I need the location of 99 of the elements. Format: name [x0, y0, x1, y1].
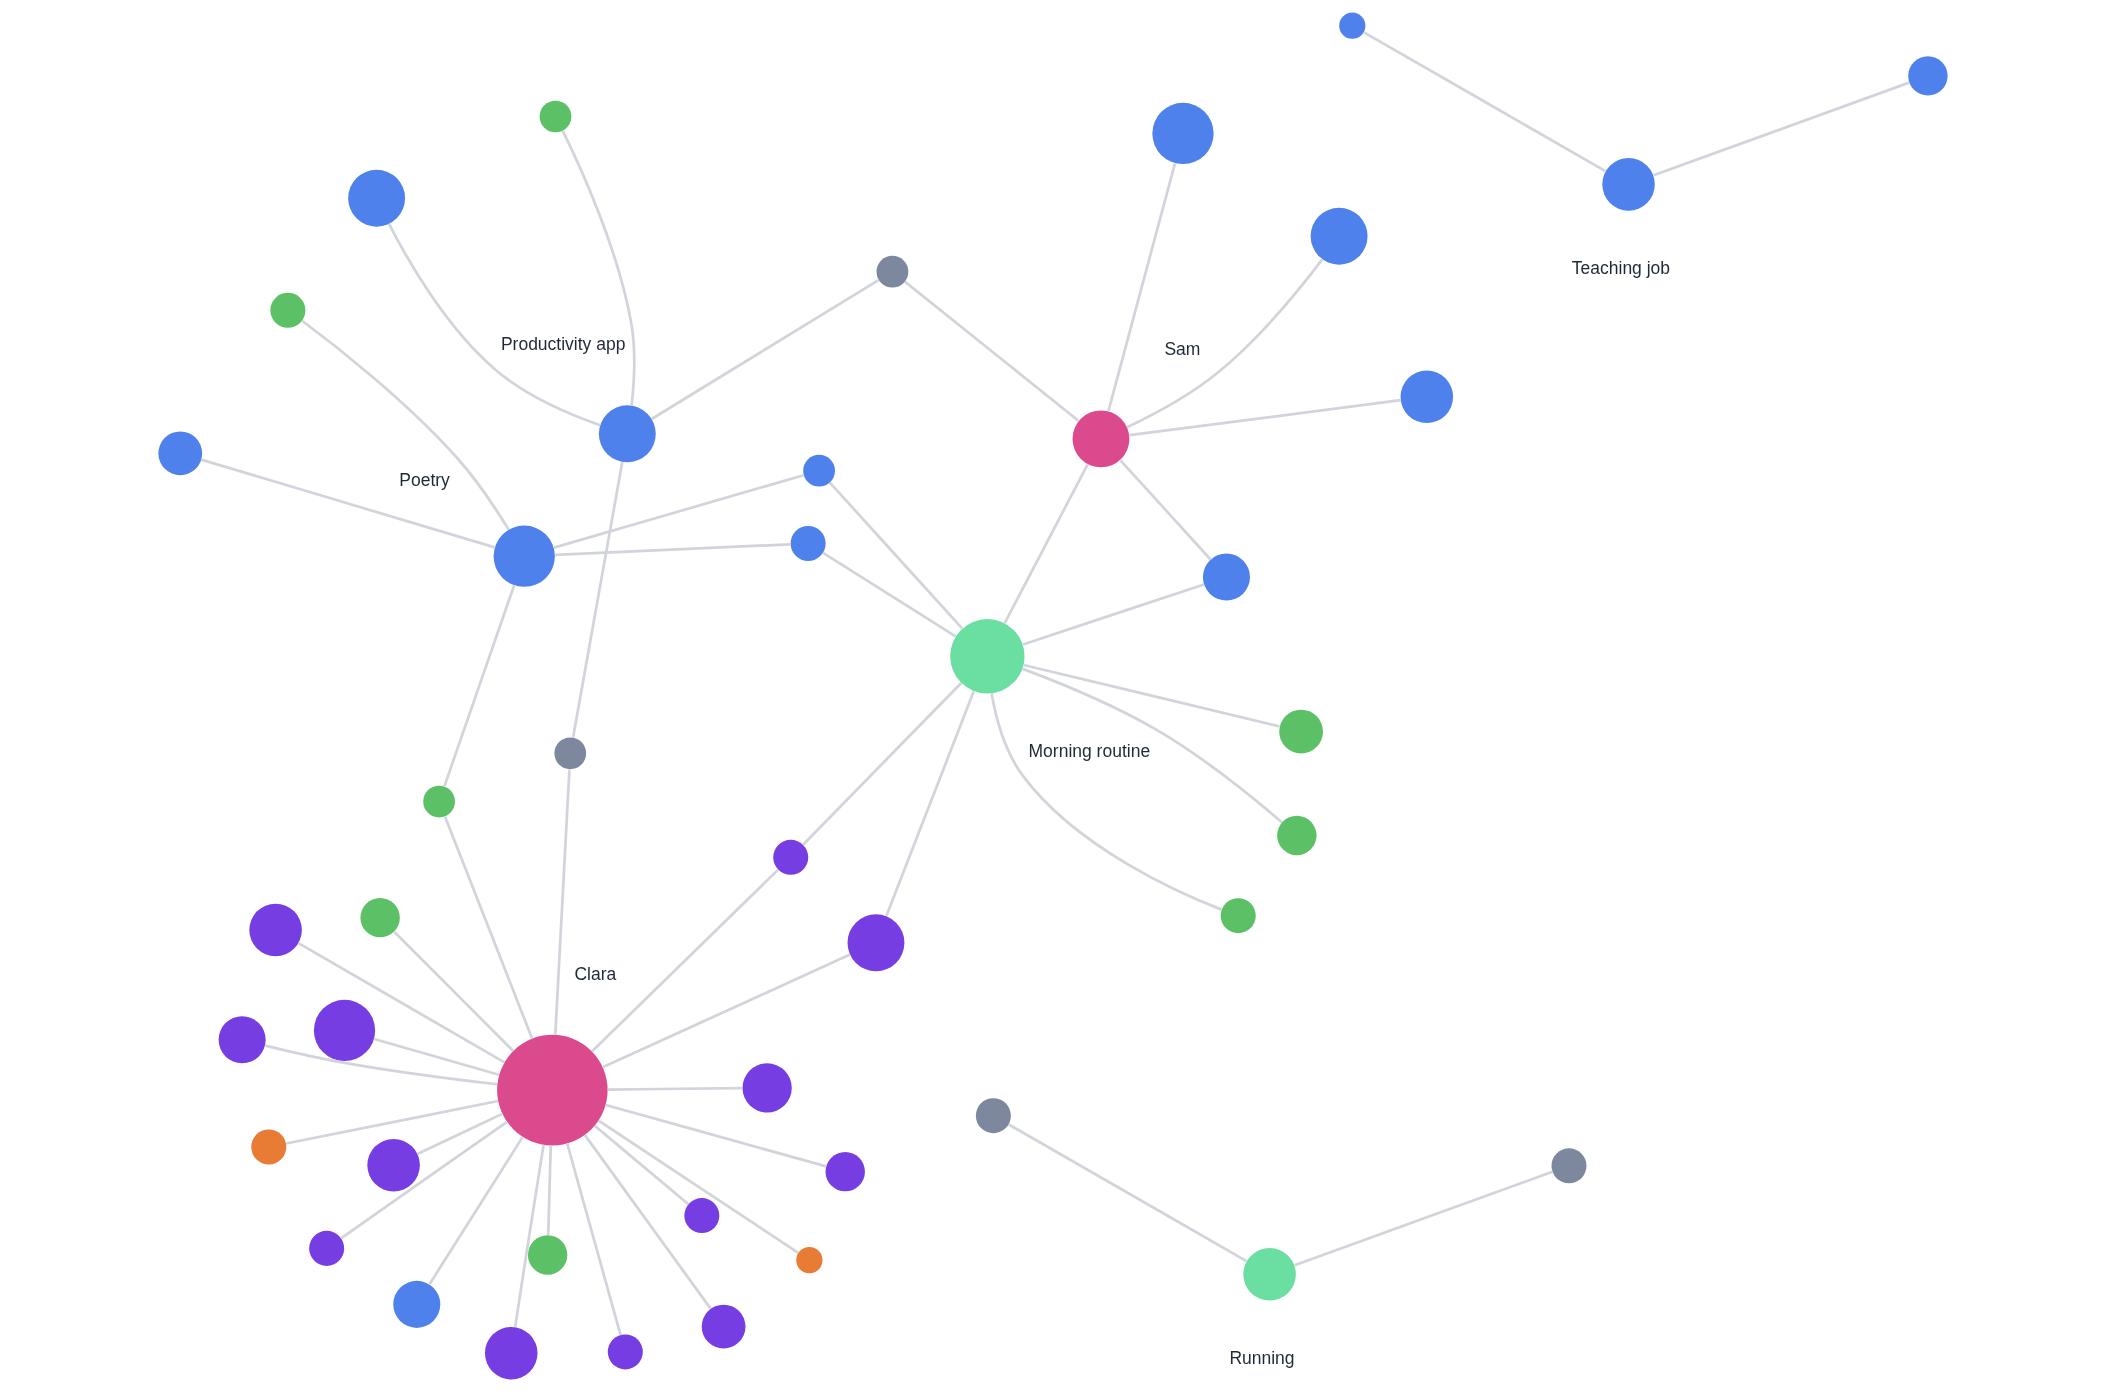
node-circle [684, 1198, 720, 1234]
connector [885, 690, 975, 917]
connector [1653, 81, 1910, 177]
node-circle [825, 1152, 865, 1192]
node-circle [1602, 158, 1655, 211]
node-circle [309, 1230, 345, 1266]
connector [565, 1143, 622, 1336]
node-circle [790, 526, 826, 561]
node-circle [313, 999, 376, 1062]
node-label: Morning routine [1028, 740, 1151, 761]
connector [373, 1037, 500, 1077]
node-circle [803, 454, 835, 487]
node-circle [1072, 410, 1130, 468]
connector [301, 319, 510, 531]
connector [1008, 1123, 1248, 1263]
connector [553, 769, 571, 1035]
connector [387, 223, 601, 427]
connector [1107, 162, 1177, 412]
connector [1294, 1170, 1553, 1267]
node-circle [1310, 207, 1368, 265]
connector [264, 1044, 498, 1086]
connector [561, 130, 636, 406]
node-label: Running [1229, 1347, 1295, 1368]
node-circle [742, 1063, 792, 1113]
connector [200, 458, 495, 549]
node-circle [367, 1138, 420, 1192]
connector [555, 542, 791, 557]
node-circle [1202, 553, 1250, 601]
connector [393, 930, 515, 1052]
connector [593, 1124, 690, 1206]
node-circle [527, 1235, 568, 1275]
connector [650, 279, 880, 421]
node-circle [493, 525, 555, 587]
node-circle [158, 431, 203, 476]
node-label: Poetry [399, 469, 450, 490]
connector [904, 280, 1080, 423]
connector [571, 461, 624, 738]
connector [416, 1112, 503, 1156]
node-circle [484, 1326, 538, 1380]
node-circle [270, 292, 306, 328]
connector [1126, 258, 1324, 429]
node-circle [249, 903, 302, 957]
connector [602, 953, 851, 1069]
node-circle [393, 1280, 441, 1328]
node-circle [218, 1016, 266, 1064]
node-circle [1908, 56, 1948, 96]
node-circle [701, 1304, 746, 1349]
node-circle [554, 737, 587, 770]
node-circle [539, 100, 572, 133]
connector [285, 1099, 499, 1145]
node-circle [773, 839, 809, 875]
connector [583, 1134, 712, 1310]
node-circle [1277, 815, 1317, 856]
node-circle [1152, 102, 1214, 165]
connector [443, 816, 534, 1040]
node-circle [876, 255, 909, 288]
connector [1003, 463, 1089, 624]
connector [1129, 398, 1401, 437]
connector [1119, 459, 1212, 561]
connector [1022, 667, 1283, 824]
connector [607, 1086, 743, 1091]
node-circle [1279, 709, 1323, 754]
node-circle [497, 1034, 608, 1146]
node-circle [975, 1098, 1011, 1134]
connector [590, 868, 779, 1053]
node-label: Productivity app [500, 334, 626, 355]
node-label: Teaching job [1571, 257, 1671, 278]
connector [1022, 583, 1205, 646]
connector [822, 551, 957, 638]
node-circle [950, 619, 1025, 694]
connector [802, 682, 963, 846]
connector [828, 481, 964, 630]
node-circle [423, 785, 455, 818]
connector [597, 1119, 800, 1254]
node-circle [348, 169, 406, 227]
node-circle [1339, 12, 1366, 39]
connector [605, 1103, 827, 1168]
node-circle [607, 1334, 643, 1370]
node-circle [1220, 898, 1256, 934]
connector [1363, 31, 1607, 173]
node-circle [251, 1129, 287, 1165]
node-circle [360, 897, 400, 938]
connector [428, 1136, 524, 1285]
node-circle [847, 914, 905, 972]
node-circle [796, 1247, 823, 1274]
connector [443, 584, 516, 787]
connector [297, 942, 506, 1064]
connector [546, 1145, 553, 1235]
connector [1023, 663, 1280, 728]
node-circle [1243, 1248, 1296, 1301]
connector [340, 1121, 508, 1240]
connector [513, 1144, 545, 1328]
node-circle [598, 405, 656, 463]
connector [990, 693, 1223, 911]
node-label: Clara [574, 963, 617, 984]
node-circle [1400, 370, 1454, 424]
node-label: Sam [1164, 339, 1201, 360]
connector [553, 473, 805, 549]
node-circle [1551, 1148, 1587, 1184]
